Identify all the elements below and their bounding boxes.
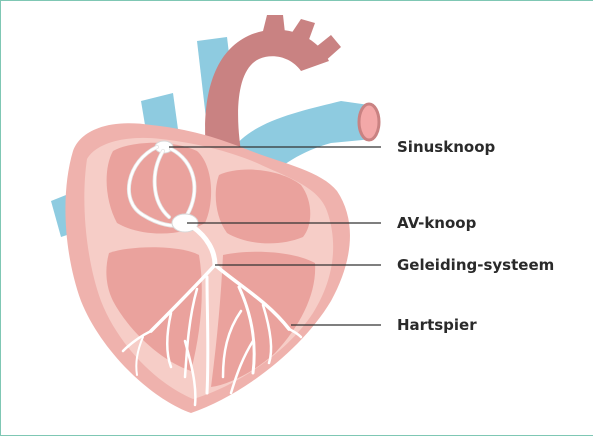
label-av-knoop: AV-knoop — [397, 214, 477, 232]
vessel-opening — [359, 104, 379, 140]
label-sinusknoop: Sinusknoop — [397, 138, 495, 156]
label-geleiding-systeem: Geleiding-systeem — [397, 256, 554, 274]
aorta-branch-1 — [263, 15, 285, 33]
right-branch-e — [207, 277, 208, 393]
label-hartspier: Hartspier — [397, 316, 477, 334]
